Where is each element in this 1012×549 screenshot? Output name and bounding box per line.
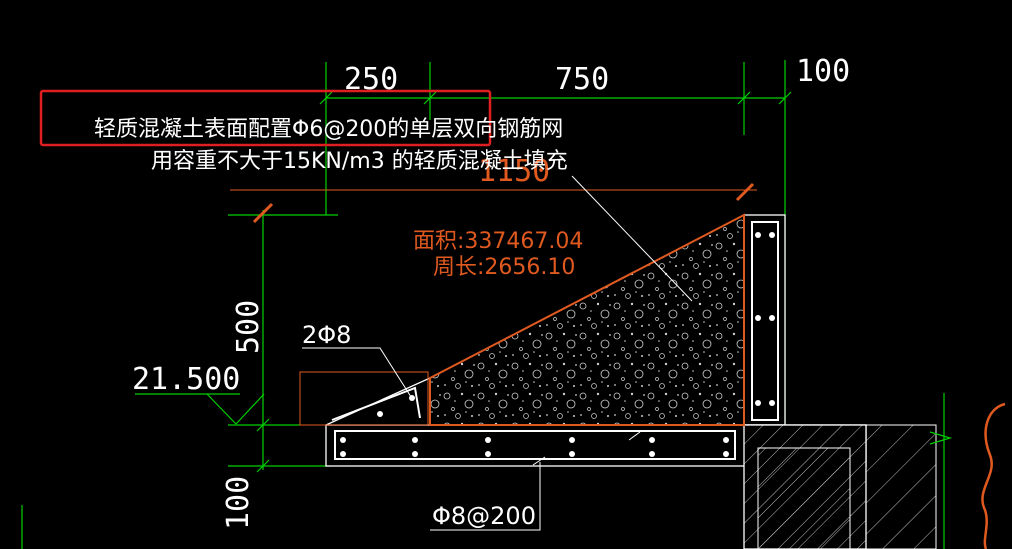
right-ground-marker <box>929 431 953 445</box>
note-line-1: 轻质混凝土表面配置Φ6@200的单层双向钢筋网 <box>94 117 563 142</box>
rebar-label-top: 2Φ8 <box>302 321 351 349</box>
lightweight-concrete-fill <box>429 213 745 426</box>
dim-label-1150: 1150 <box>478 154 550 189</box>
rebar-dot <box>377 411 383 417</box>
haunch-rebar <box>331 386 421 421</box>
dim-label-750: 750 <box>555 62 609 97</box>
note-highlight-box <box>39 89 492 147</box>
rebar-label-bottom: Φ8@200 <box>432 502 536 530</box>
dim-label-500: 500 <box>231 300 266 354</box>
dim-label-250: 250 <box>344 62 398 97</box>
dim-label-100-bottom: 100 <box>221 476 256 530</box>
hatched-column-core <box>757 447 851 549</box>
dim-tick-orange-right <box>735 182 755 202</box>
note-line-2: 用容重不大于15KN/m3 的轻质混凝土填充 <box>151 149 568 174</box>
hatched-column-right <box>865 424 937 549</box>
dim-tick-orange <box>252 202 274 224</box>
stem-wall-rebar-cage <box>751 221 779 421</box>
slab-rebar-dots <box>340 437 729 457</box>
slab-rebar-cage <box>334 430 736 460</box>
leader-lines <box>302 175 693 531</box>
break-line <box>981 402 1006 549</box>
area-label: 面积:337467.04 <box>413 229 583 254</box>
elevation-label: 21.500 <box>132 362 240 397</box>
dim-label-100-top: 100 <box>796 54 850 89</box>
wall-rebar-dots <box>755 232 775 406</box>
perimeter-label: 周长:2656.10 <box>433 255 575 280</box>
elevation-box <box>299 371 429 426</box>
